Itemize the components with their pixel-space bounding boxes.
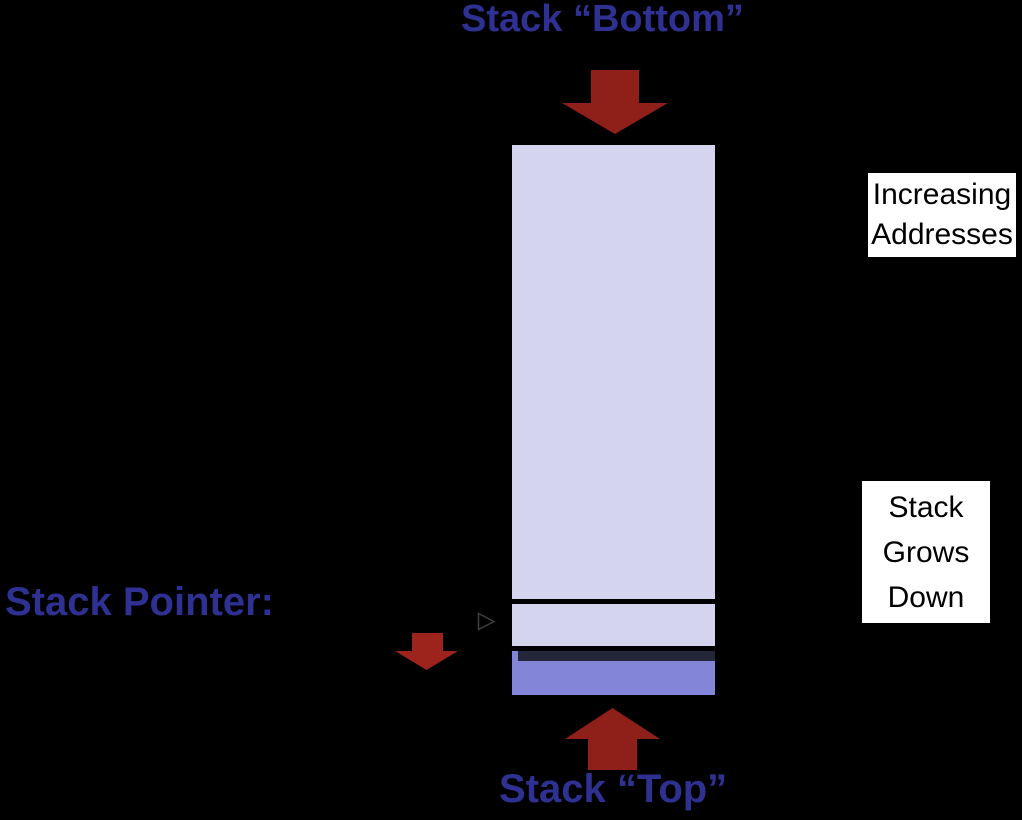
up-arrow-icon	[565, 708, 660, 770]
stack-grows-line1: Stack	[888, 490, 964, 524]
stack-region	[512, 145, 715, 599]
stack-top-region	[512, 651, 715, 695]
small-down-arrow-icon	[395, 633, 458, 670]
down-arrow-icon	[562, 70, 668, 134]
pointer-open-triangle-icon	[477, 612, 496, 631]
increasing-addresses-line2: Addresses	[871, 218, 1013, 251]
stack-top-word-cell	[512, 604, 715, 646]
increasing-addresses-note: Increasing Addresses	[868, 173, 1016, 257]
stack-bottom-label: Stack “Bottom”	[461, 0, 744, 40]
stack-grows-line2: Grows	[882, 535, 970, 569]
stack-grows-line3: Down	[887, 580, 965, 614]
stack-pointer-label: Stack Pointer:	[5, 580, 274, 624]
stack-top-label: Stack “Top”	[499, 767, 728, 811]
stack-grows-down-note: Stack Grows Down	[862, 481, 990, 623]
increasing-addresses-line1: Increasing	[872, 178, 1012, 211]
stack-top-strip	[518, 651, 715, 661]
